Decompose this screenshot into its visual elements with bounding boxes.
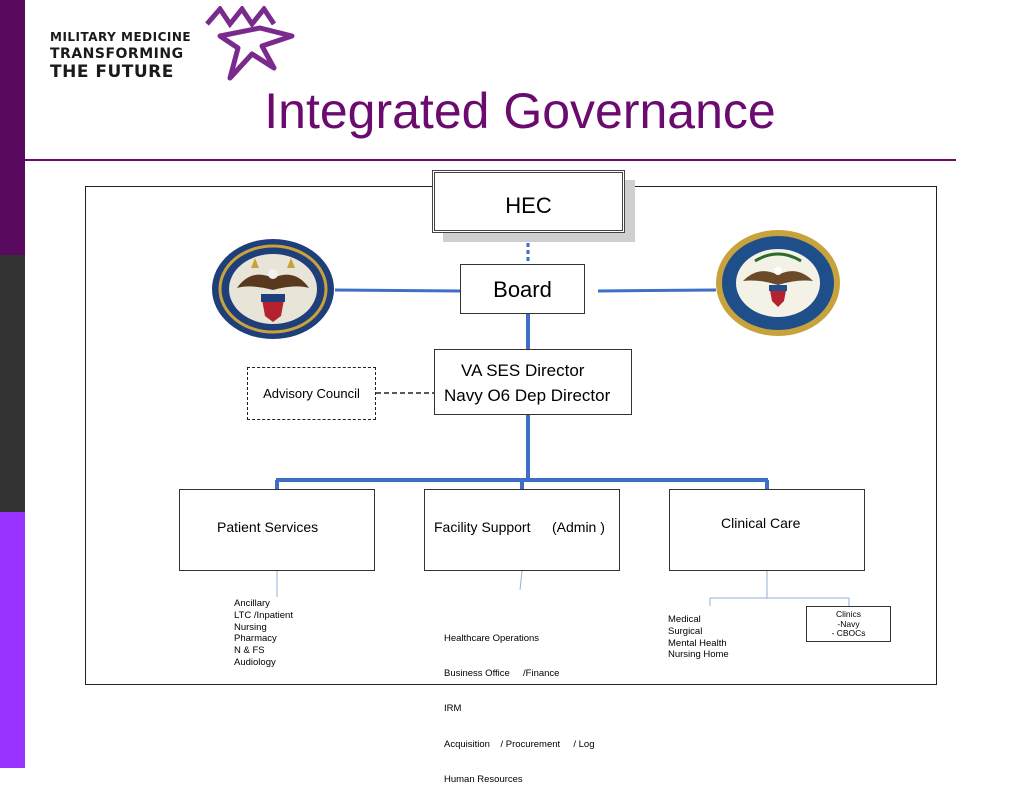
list-item: Nursing (234, 621, 267, 633)
list-item: N & FS (234, 645, 265, 657)
purple-star-chevron-icon (205, 6, 295, 81)
clinics-node: Clinics -Navy - CBOCs (806, 606, 891, 642)
clinical-care-list: Medical Surgical Mental Health Nursing H… (668, 614, 729, 661)
list-item: LTC /Inpatient (234, 609, 293, 621)
hec-node: HEC (432, 170, 625, 233)
page-title: Integrated Governance (264, 83, 776, 139)
director-line-2: Navy O6 Dep Director (444, 386, 611, 405)
facility-support-admin-label: (Admin ) (552, 519, 605, 535)
connector-facility-list (519, 570, 523, 591)
list-item: Ancillary (234, 598, 270, 609)
list-item: Nursing Home (668, 649, 729, 661)
list-item: Medical (668, 614, 701, 625)
list-item: Pharmacy (234, 633, 277, 645)
board-node: Board (460, 264, 585, 314)
director-node: VA SES Director Navy O6 Dep Director (434, 349, 632, 415)
connector-board-dod (597, 288, 717, 293)
clinics-line: - CBOCs (831, 628, 866, 638)
logo: MILITARY MEDICINE TRANSFORMING THE FUTUR… (50, 6, 300, 86)
side-accent-middle (0, 255, 25, 512)
list-item: Business Office /Finance (444, 667, 560, 679)
clinics-line: Clinics (835, 609, 862, 619)
list-item: Audiology (234, 656, 276, 668)
patient-services-node: Patient Services (179, 489, 375, 571)
list-item: Mental Health (668, 637, 727, 649)
list-item: Human Resources (444, 774, 523, 786)
patient-services-label: Patient Services (217, 519, 319, 535)
facility-support-node: Facility Support (Admin ) (424, 489, 620, 571)
clinical-care-label: Clinical Care (721, 515, 801, 531)
facility-support-list: Healthcare Operations Business Office /F… (444, 609, 595, 798)
org-chart-connectors (275, 236, 850, 606)
logo-line-3: THE FUTURE (50, 62, 174, 82)
facility-support-label: Facility Support (434, 519, 531, 535)
list-item: IRM (444, 703, 462, 715)
connector-va-board (334, 288, 461, 293)
list-item: Healthcare Operations (444, 632, 540, 644)
side-accent-top (0, 0, 25, 255)
list-item: Acquisition / Procurement / Log (444, 738, 595, 750)
clinical-care-node: Clinical Care (669, 489, 865, 571)
logo-line-1: MILITARY MEDICINE (50, 30, 192, 44)
title-divider (24, 159, 956, 161)
side-accent-bottom (0, 512, 25, 768)
clinics-line: -Navy (837, 618, 860, 629)
dod-seal-icon (716, 230, 840, 336)
list-item: Surgical (668, 625, 703, 637)
logo-line-2: TRANSFORMING (50, 46, 184, 62)
patient-services-list: Ancillary LTC /Inpatient Nursing Pharmac… (234, 598, 293, 669)
advisory-council-node: Advisory Council (247, 367, 376, 420)
va-seal-icon (212, 239, 334, 339)
director-line-1: VA SES Director (461, 361, 585, 380)
